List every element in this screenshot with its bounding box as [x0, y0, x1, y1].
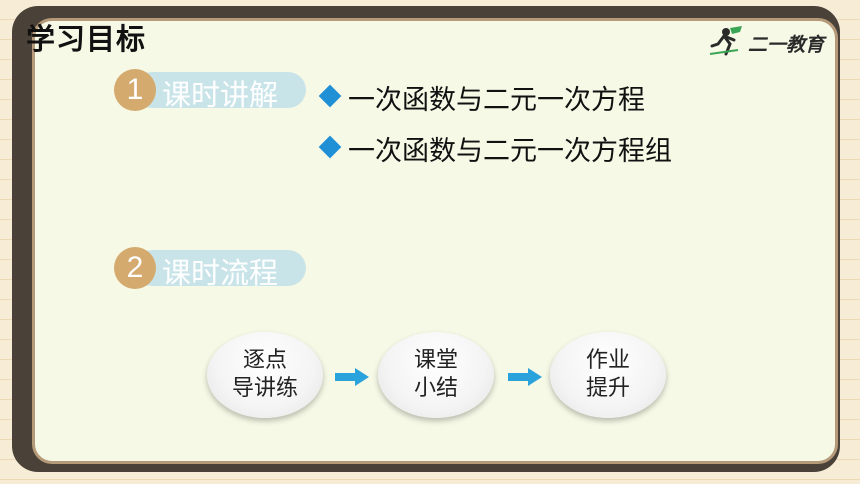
step-line: 小结 [413, 376, 458, 401]
page-title: 学习目标 [26, 22, 147, 56]
arrow-right-icon [508, 368, 542, 386]
section-number-badge: 2 [114, 247, 156, 289]
bullet-item: 一次函数与二元一次方程组 [348, 136, 672, 167]
runner-logo-icon [709, 26, 742, 56]
section-pill-lesson-flow [134, 250, 306, 286]
section-label: 课时流程 [162, 256, 279, 290]
step-line: 作业 [585, 348, 630, 373]
brand-logo: 二一教育 [708, 24, 824, 58]
section-label: 课时讲解 [162, 78, 279, 112]
flow-step-homework: 作业 提升 [550, 332, 666, 418]
step-line: 课堂 [413, 348, 458, 373]
arrow-right-icon [335, 368, 369, 386]
section-number-badge: 1 [114, 69, 156, 111]
step-line: 提升 [585, 376, 630, 401]
logo-text: 二一教育 [748, 34, 825, 56]
flow-step-point-practice: 逐点 导讲练 [207, 332, 323, 418]
bullet-item: 一次函数与二元一次方程 [348, 85, 645, 116]
section-pill-lesson-explanation [134, 72, 306, 108]
step-line: 逐点 [242, 348, 287, 373]
flow-step-class-summary: 课堂 小结 [378, 332, 494, 418]
step-line: 导讲练 [231, 376, 298, 401]
